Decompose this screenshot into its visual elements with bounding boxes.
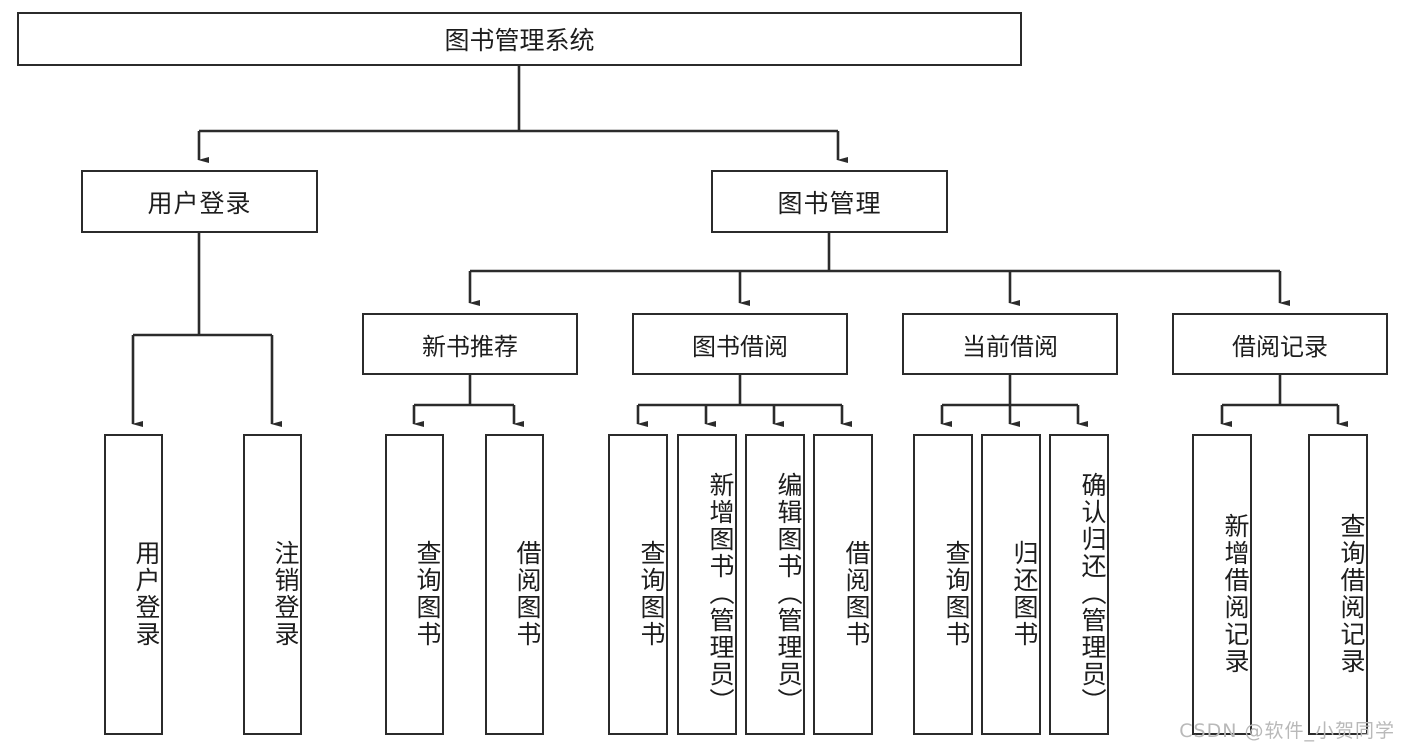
node-label: 借阅记录	[1232, 332, 1328, 361]
node-label: 用户登录	[132, 539, 161, 648]
leaf-add-book-admin[interactable]: 新增图书（管理员）	[677, 434, 737, 735]
leaf-query-borrow-record[interactable]: 查询借阅记录	[1308, 434, 1368, 735]
leaf-edit-book-admin[interactable]: 编辑图书（管理员）	[745, 434, 805, 735]
node-label: 注销登录	[271, 539, 300, 648]
leaf-query-book-recommend[interactable]: 查询图书	[385, 434, 444, 735]
node-new-book-recommend[interactable]: 新书推荐	[362, 313, 578, 375]
leaf-add-borrow-record[interactable]: 新增借阅记录	[1192, 434, 1252, 735]
leaf-query-book-current[interactable]: 查询图书	[913, 434, 973, 735]
node-label: 新书推荐	[422, 332, 518, 361]
node-label: 图书管理	[777, 188, 882, 218]
node-label: 查询图书	[637, 539, 666, 648]
node-label: 图书管理系统	[444, 26, 595, 55]
csdn-watermark: CSDN @软件_小贺同学	[1179, 720, 1395, 742]
node-label: 新增图书（管理员）	[706, 472, 735, 715]
node-label: 新增借阅记录	[1221, 512, 1250, 675]
node-label: 当前借阅	[962, 332, 1058, 361]
node-label: 编辑图书（管理员）	[774, 472, 803, 715]
leaf-borrow-book-recommend[interactable]: 借阅图书	[485, 434, 544, 735]
node-label: 查询图书	[942, 539, 971, 648]
node-book-management[interactable]: 图书管理	[711, 170, 948, 233]
leaf-logout[interactable]: 注销登录	[243, 434, 302, 735]
node-label: 图书借阅	[692, 332, 788, 361]
node-label: 查询图书	[413, 539, 442, 648]
node-root-system[interactable]: 图书管理系统	[17, 12, 1022, 66]
leaf-return-book[interactable]: 归还图书	[981, 434, 1041, 735]
node-label: 确认归还（管理员）	[1078, 472, 1107, 715]
leaf-confirm-return-admin[interactable]: 确认归还（管理员）	[1049, 434, 1109, 735]
node-label: 借阅图书	[513, 539, 542, 648]
node-label: 查询借阅记录	[1337, 512, 1366, 675]
node-borrow-records[interactable]: 借阅记录	[1172, 313, 1388, 375]
node-user-login[interactable]: 用户登录	[81, 170, 318, 233]
node-book-borrow[interactable]: 图书借阅	[632, 313, 848, 375]
node-current-borrow[interactable]: 当前借阅	[902, 313, 1118, 375]
leaf-user-login[interactable]: 用户登录	[104, 434, 163, 735]
node-label: 归还图书	[1010, 539, 1039, 648]
node-label: 用户登录	[147, 188, 252, 218]
leaf-borrow-book[interactable]: 借阅图书	[813, 434, 873, 735]
leaf-query-book-borrow[interactable]: 查询图书	[608, 434, 668, 735]
node-label: 借阅图书	[842, 539, 871, 648]
